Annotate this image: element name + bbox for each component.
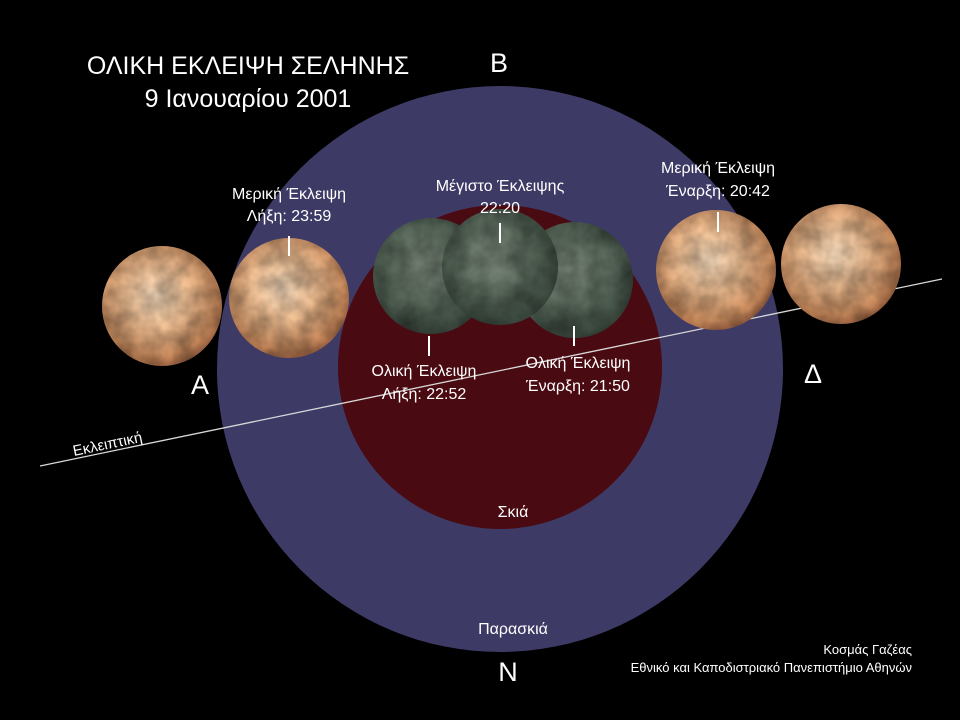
label-partial-end-title: Μερική Έκλειψη (232, 186, 346, 203)
label-partial-start-time: Έναρξη: 20:42 (665, 183, 770, 200)
direction-west: Α (191, 370, 209, 400)
credit-author: Κοσμάς Γαζέας (823, 642, 912, 657)
direction-east: Δ (804, 359, 822, 389)
label-total-start-time: Έναρξη: 21:50 (525, 378, 630, 395)
label-partial-end-time: Λήξη: 23:59 (247, 208, 332, 225)
title-line1: ΟΛΙΚΗ ΕΚΛΕΙΨΗ ΣΕΛΗΝΗΣ (87, 52, 409, 80)
moon-partial-start (656, 210, 776, 330)
label-total-end-title: Ολική Έκλειψη (372, 363, 477, 380)
direction-north: Β (490, 48, 508, 78)
label-total-end-time: Λήξη: 22:52 (382, 386, 467, 403)
direction-south: Ν (498, 657, 518, 687)
title-line2: 9 Ιανουαρίου 2001 (145, 85, 352, 113)
moon-after-eclipse (102, 246, 222, 366)
moon-before-eclipse (781, 204, 901, 324)
label-maximum-time: 22:20 (480, 200, 520, 217)
penumbra-label: Παρασκιά (478, 621, 548, 638)
label-maximum-title: Μέγιστο Έκλειψης (436, 178, 565, 195)
ecliptic-label: Εκλειπτική (71, 429, 143, 460)
label-partial-start-title: Μερική Έκλειψη (661, 160, 775, 177)
ecliptic-line (39, 278, 943, 467)
umbra-label: Σκιά (498, 504, 529, 521)
label-total-start-title: Ολική Έκλειψη (526, 355, 631, 372)
credit-institution: Εθνικό και Καποδιστριακό Πανεπιστήμιο Αθ… (631, 660, 912, 675)
moon-partial-end (229, 238, 349, 358)
